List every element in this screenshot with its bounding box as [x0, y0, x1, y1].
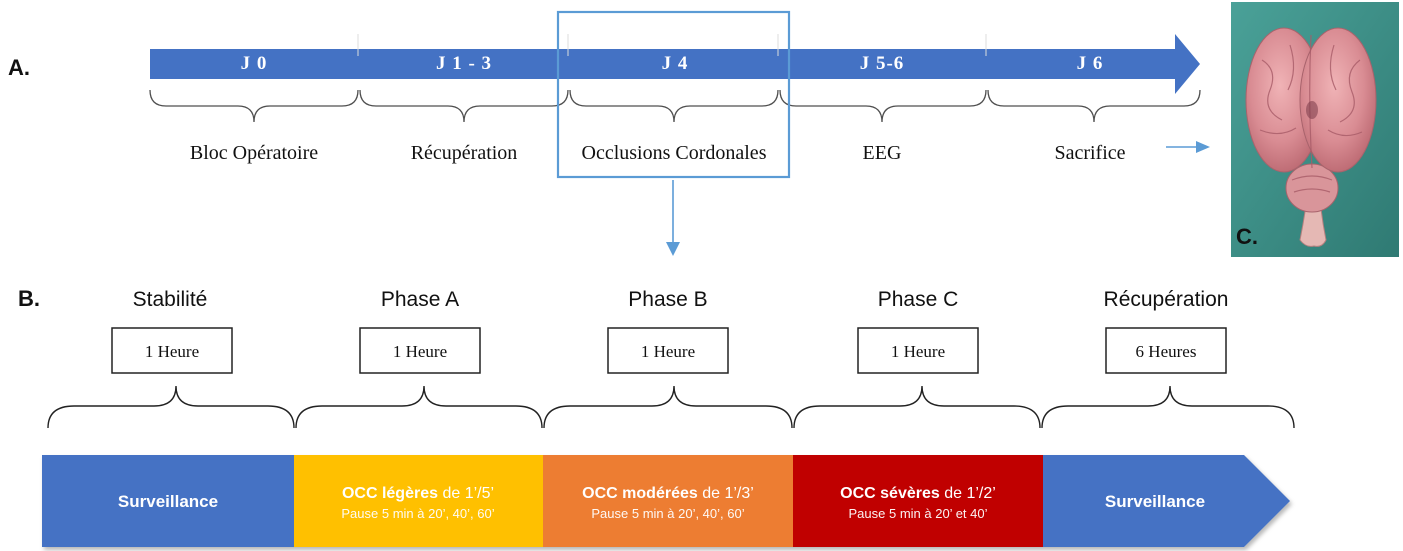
stage-label-eeg: EEG [863, 142, 902, 164]
phase-title-recuperation: Récupération [1104, 288, 1229, 311]
timeline-a-arrow-head [1175, 34, 1200, 94]
segment-label-phase-c: OCC sévères de 1’/2’ [840, 485, 996, 502]
duration-label: 6 Heures [1136, 342, 1197, 361]
phase-brace [1041, 385, 1295, 429]
segment-surveillance-start [42, 455, 294, 547]
timeline-b-braces [47, 385, 1295, 429]
phase-title-phase-c: Phase C [878, 288, 959, 311]
zoom-arrow-down [666, 180, 680, 256]
occ-type: OCC sévères [840, 485, 940, 502]
segment-label-phase-b: OCC modérées de 1’/3’ [582, 485, 754, 502]
duration-box: 1 Heure [111, 327, 233, 374]
timeline-a-arrow [150, 34, 1200, 94]
duration-label: 1 Heure [891, 342, 945, 361]
brain-sulci [1259, 34, 1363, 193]
segment-phase-b [543, 455, 793, 547]
timeline-a-dividers [357, 34, 987, 56]
duration-box: 6 Heures [1105, 327, 1227, 374]
day-label-j1-3: J 1 - 3 [436, 53, 492, 74]
highlight-box-j4 [556, 10, 791, 179]
day-label-j4: J 4 [662, 53, 689, 74]
phase-brace [543, 385, 793, 429]
panel-letter-b: B. [18, 286, 40, 311]
day-label-j6: J 6 [1077, 53, 1104, 74]
phase-title-phase-a: Phase A [381, 288, 459, 311]
brain-specimen-photo: C. [1231, 2, 1399, 257]
stage-brace [779, 89, 987, 123]
duration-label: 1 Heure [393, 342, 447, 361]
duration-box: 1 Heure [359, 327, 481, 374]
occ-rhythm: de 1’/2’ [940, 485, 996, 502]
phase-brace [295, 385, 543, 429]
duration-box: 1 Heure [857, 327, 979, 374]
cerebellum [1285, 163, 1339, 213]
phase-title-phase-b: Phase B [628, 288, 707, 311]
phase-title-stabilite: Stabilité [133, 288, 208, 311]
segment-label-phase-a: OCC légères de 1’/5’ [342, 485, 494, 502]
stage-label-recuperation: Récupération [411, 142, 518, 164]
duration-box: 1 Heure [607, 327, 729, 374]
stage-brace [359, 89, 569, 123]
panel-letter-c: C. [1236, 224, 1258, 249]
phase-brace [47, 385, 295, 429]
occ-rhythm: de 1’/3’ [698, 485, 754, 502]
brain-specimen [1245, 27, 1377, 247]
stage-brace [987, 89, 1201, 123]
occ-type: OCC légères [342, 485, 438, 502]
timeline-a-arrow-body [150, 49, 1180, 79]
timeline-a-braces [149, 89, 1201, 123]
segment-label-surveillance-start: Surveillance [118, 492, 218, 511]
day-label-j5-6: J 5-6 [860, 53, 905, 74]
right-hemisphere [1299, 27, 1377, 173]
phase-brace [793, 385, 1041, 429]
occ-rhythm: de 1’/5’ [438, 485, 494, 502]
stage-label-sacrifice: Sacrifice [1054, 142, 1125, 164]
timeline-a: J 0 J 1 - 3 J 4 J 5-6 J 6 Bloc Opératoir… [149, 10, 1210, 256]
segment-sub-phase-c: Pause 5 min à 20’ et 40’ [849, 506, 988, 521]
timeline-b: Stabilité Phase A Phase B Phase C Récupé… [42, 288, 1295, 547]
stage-brace [149, 89, 359, 123]
duration-label: 1 Heure [641, 342, 695, 361]
stage-label-bloc: Bloc Opératoire [190, 142, 318, 164]
segment-surveillance-end [1043, 455, 1290, 547]
stage-label-occlusions: Occlusions Cordonales [582, 142, 767, 164]
occ-type: OCC modérées [582, 485, 698, 502]
segment-sub-phase-a: Pause 5 min à 20’, 40’, 60’ [341, 506, 494, 521]
segment-label-surveillance-end: Surveillance [1105, 492, 1205, 511]
brain-shadow [1306, 101, 1318, 119]
day-label-j0: J 0 [241, 53, 268, 74]
segment-sub-phase-b: Pause 5 min à 20’, 40’, 60’ [591, 506, 744, 521]
segment-phase-a [294, 455, 543, 547]
segment-phase-c [793, 455, 1043, 547]
duration-label: 1 Heure [145, 342, 199, 361]
phase-arrow-bar [42, 455, 1290, 547]
arrow-to-photo [1166, 141, 1210, 153]
panel-letter-a: A. [8, 55, 30, 80]
stage-brace [569, 89, 779, 123]
